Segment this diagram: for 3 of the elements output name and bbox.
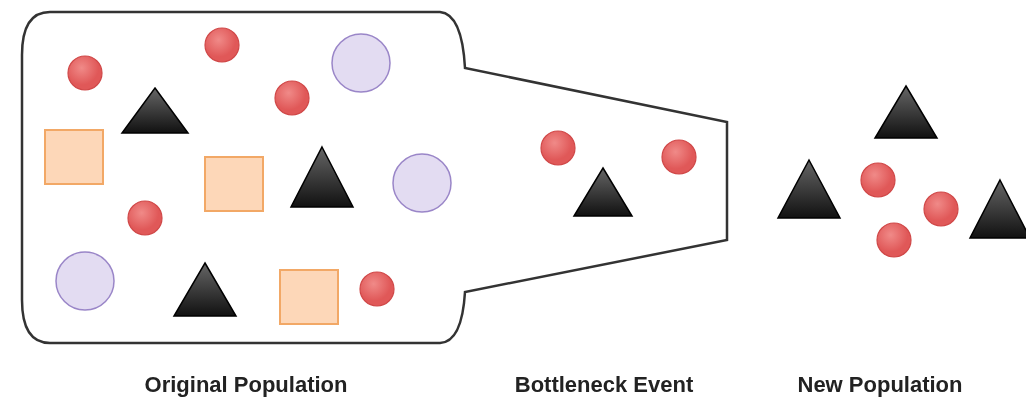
caption-label: New Population: [797, 372, 963, 398]
caption-label: Original Population: [144, 372, 348, 398]
caption-label: Bottleneck Event: [514, 372, 694, 398]
